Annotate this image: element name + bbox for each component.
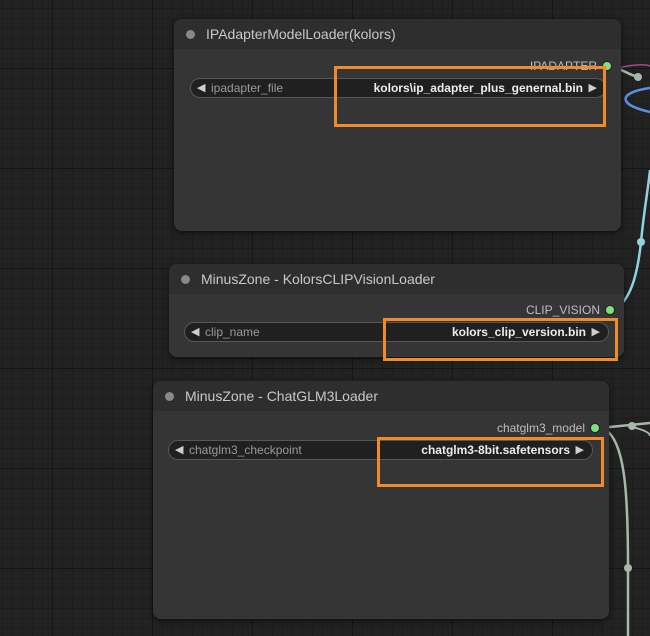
output-label: chatglm3_model	[496, 421, 585, 435]
right-arrow-icon[interactable]: ▶	[575, 444, 584, 456]
output-slot-chatglm3-model[interactable]: chatglm3_model	[497, 420, 599, 436]
right-arrow-icon[interactable]: ▶	[588, 82, 597, 94]
node-collapse-dot[interactable]	[165, 392, 174, 401]
node-title: MinusZone - ChatGLM3Loader	[185, 388, 378, 404]
left-arrow-icon[interactable]: ◀	[175, 444, 184, 456]
node-title: MinusZone - KolorsCLIPVisionLoader	[201, 271, 435, 287]
output-label: CLIP_VISION	[525, 303, 600, 317]
node-collapse-dot[interactable]	[186, 30, 195, 39]
node-title-bar[interactable]: MinusZone - KolorsCLIPVisionLoader	[169, 264, 624, 294]
widget-value: kolors_clip_version.bin	[451, 325, 586, 339]
wire-ipadapter-loop	[624, 86, 650, 114]
ipadapter-file-combo[interactable]: ◀ ipadapter_file kolors\ip_adapter_plus_…	[190, 78, 606, 98]
left-arrow-icon[interactable]: ◀	[191, 326, 200, 338]
widget-value: chatglm3-8bit.safetensors	[421, 443, 570, 457]
output-slot-ipadapter[interactable]: IPADAPTER	[530, 58, 611, 74]
node-title-bar[interactable]: IPAdapterModelLoader(kolors)	[174, 19, 621, 49]
node-title-bar[interactable]: MinusZone - ChatGLM3Loader	[153, 381, 609, 411]
node-title: IPAdapterModelLoader(kolors)	[206, 26, 396, 42]
node-chatglm3-loader[interactable]: MinusZone - ChatGLM3Loader chatglm3_mode…	[153, 381, 609, 619]
wire-reroute-dot	[624, 564, 632, 572]
widget-value: kolors\ip_adapter_plus_genernal.bin	[373, 81, 583, 95]
output-label: IPADAPTER	[529, 59, 597, 73]
node-kolors-clip-vision-loader[interactable]: MinusZone - KolorsCLIPVisionLoader CLIP_…	[169, 264, 624, 357]
wire-reroute-dot	[634, 73, 642, 81]
output-slot-clip-vision[interactable]: CLIP_VISION	[526, 302, 614, 318]
widget-label: chatglm3_checkpoint	[189, 443, 302, 457]
widget-label: ipadapter_file	[211, 81, 284, 95]
output-connector-dot[interactable]	[606, 306, 614, 314]
node-ipadapter-model-loader[interactable]: IPAdapterModelLoader(kolors) IPADAPTER ◀…	[174, 19, 621, 231]
output-connector-dot[interactable]	[603, 62, 611, 70]
node-collapse-dot[interactable]	[181, 275, 190, 284]
wire-chatglm-down	[603, 427, 630, 636]
clip-name-combo[interactable]: ◀ clip_name kolors_clip_version.bin ▶	[184, 322, 609, 342]
output-connector-dot[interactable]	[591, 424, 599, 432]
left-arrow-icon[interactable]: ◀	[197, 82, 206, 94]
chatglm3-checkpoint-combo[interactable]: ◀ chatglm3_checkpoint chatglm3-8bit.safe…	[168, 440, 593, 460]
widget-label: clip_name	[205, 325, 260, 339]
right-arrow-icon[interactable]: ▶	[591, 326, 600, 338]
wire-reroute-dot	[637, 238, 645, 246]
wire-reroute-dot	[628, 422, 636, 430]
